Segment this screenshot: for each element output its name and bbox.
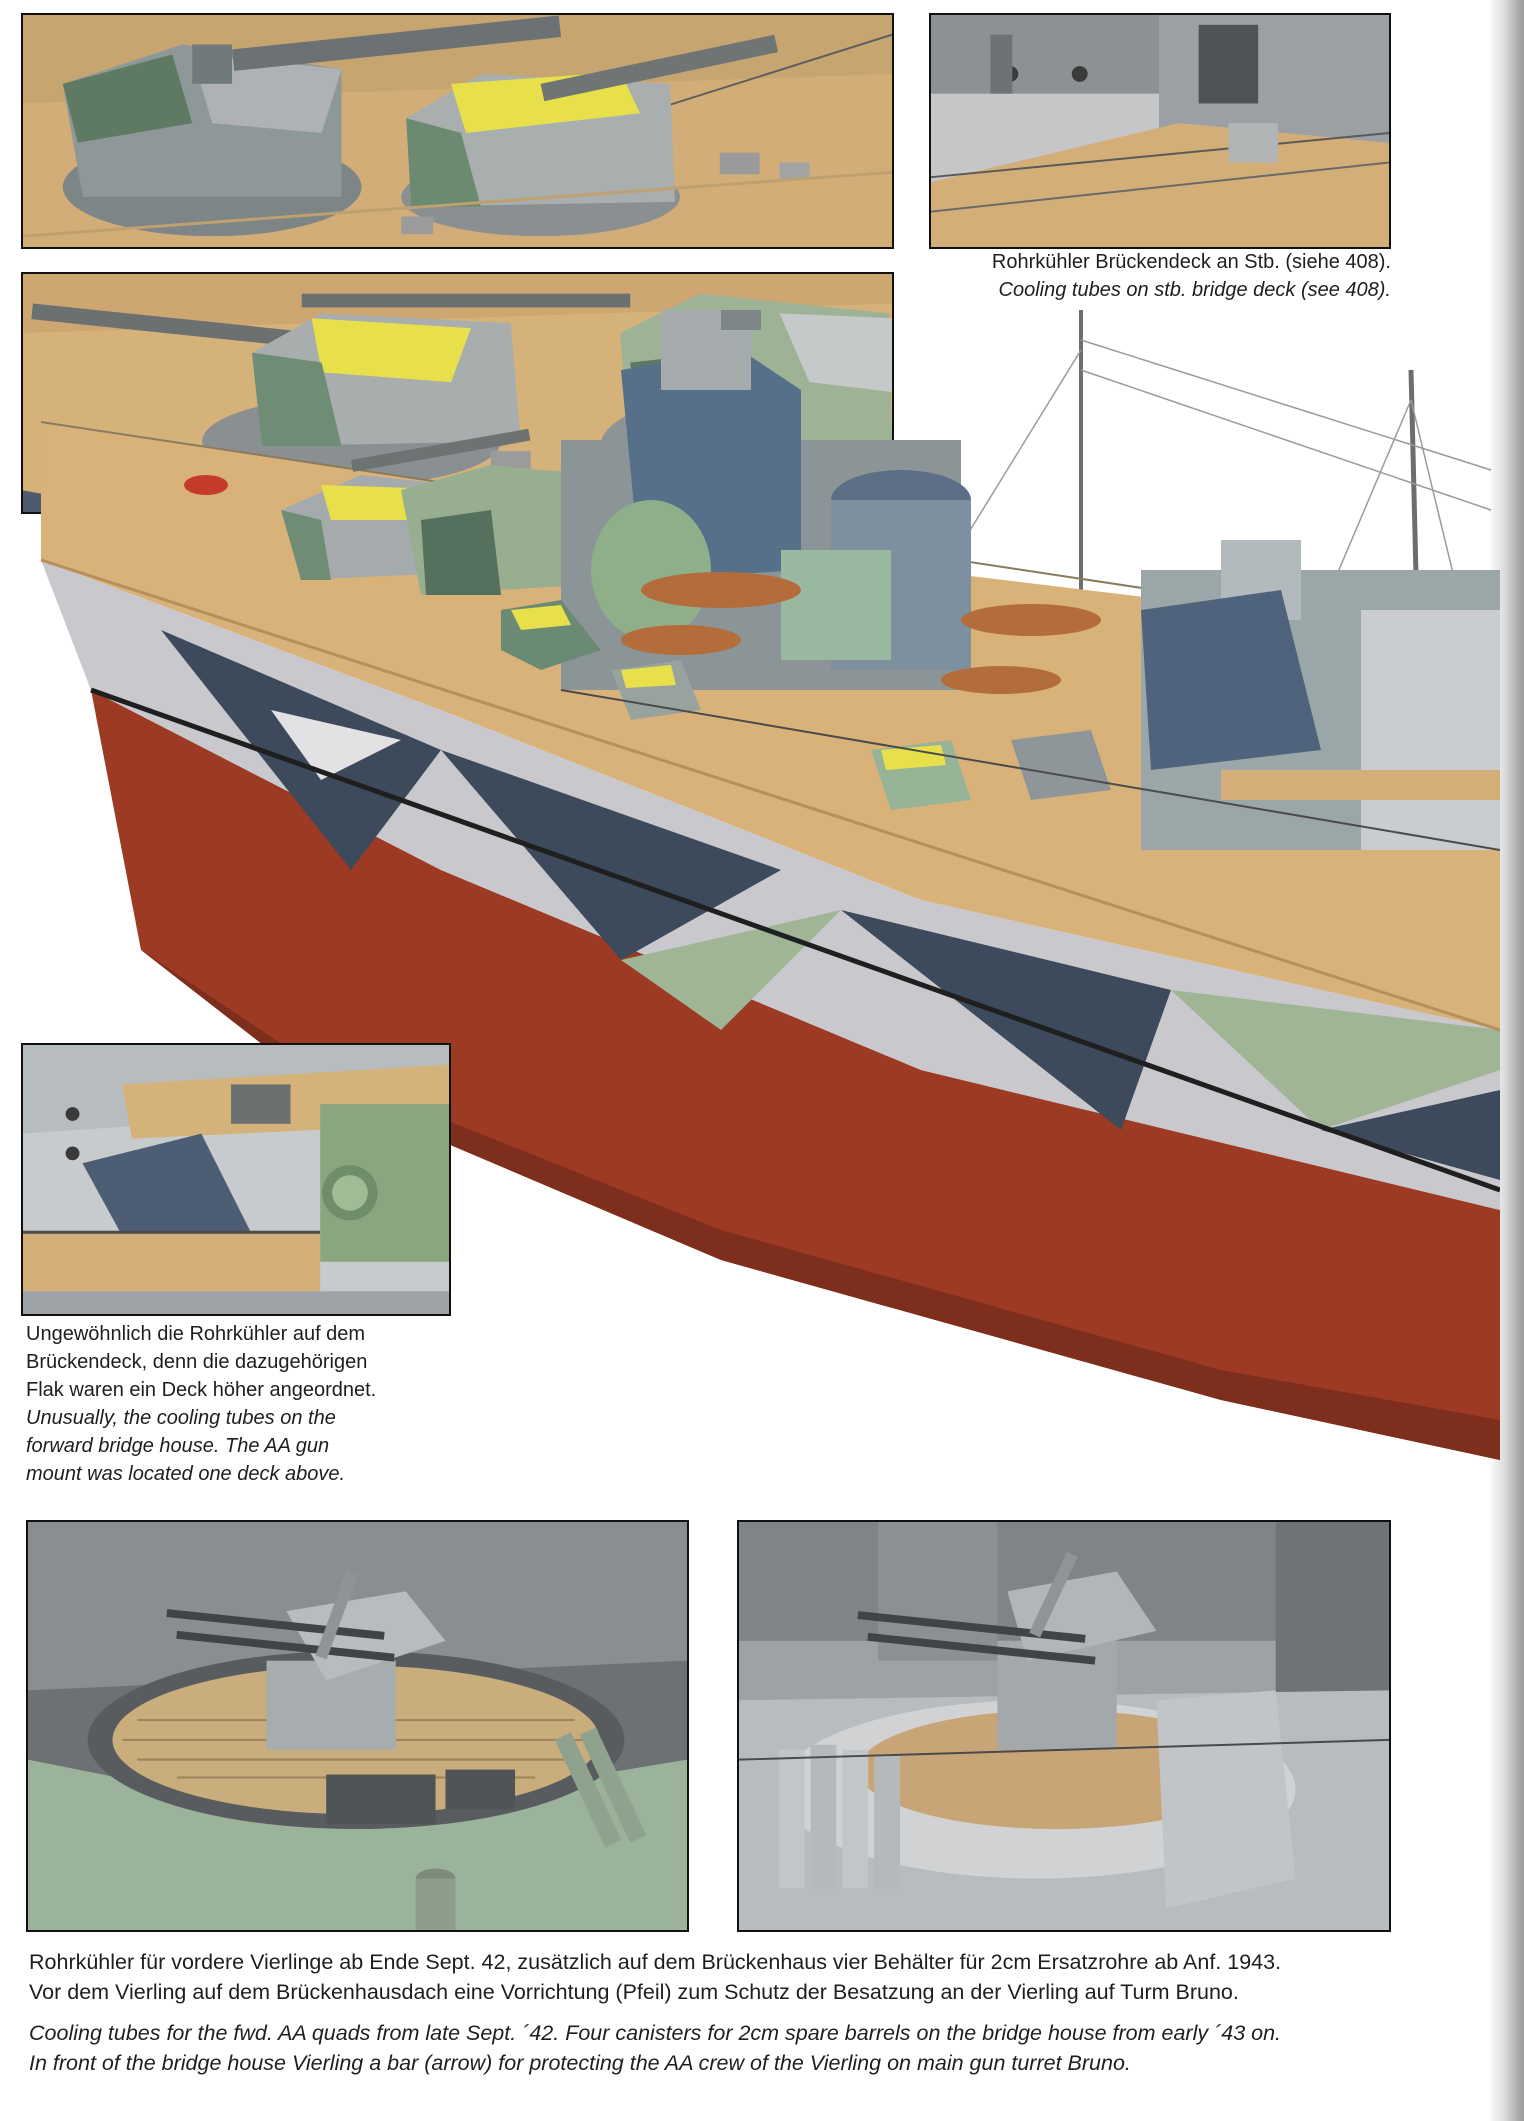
caption-bridge-deck-de: Rohrkühler Brückendeck an Stb. (siehe 40… — [991, 251, 1391, 273]
caption-bridge-deck-en: Cooling tubes on stb. bridge deck (see 4… — [998, 279, 1391, 301]
image-vierling-cooling-tubes — [26, 1520, 689, 1932]
image-vierling-spare-barrels — [737, 1520, 1391, 1932]
caption-bottom-spacer — [29, 2007, 1469, 2019]
caption-bottom-de-line-1: Rohrkühler für vordere Vierlinge ab Ende… — [29, 1950, 1282, 1974]
image-bridge-deck-cooling-tubes — [929, 13, 1391, 249]
caption-unusual-de-line-3: Flak waren ein Deck höher angeordnet. — [26, 1379, 377, 1401]
caption-unusual-en-line-1: Unusually, the cooling tubes on the — [26, 1407, 336, 1429]
image-turrets-top — [21, 13, 894, 249]
caption-unusual-en-line-3: mount was located one deck above. — [26, 1463, 346, 1485]
image-cooling-tubes-forward-bridge — [21, 1043, 451, 1316]
caption-bottom: Rohrkühler für vordere Vierlinge ab Ende… — [29, 1948, 1469, 2078]
caption-unusual-en-line-2: forward bridge house. The AA gun — [26, 1435, 330, 1457]
caption-bridge-deck: Rohrkühler Brückendeck an Stb. (siehe 40… — [900, 248, 1391, 304]
caption-unusual-de-line-2: Brückendeck, denn die dazugehörigen — [26, 1351, 368, 1373]
caption-cooling-tubes-unusual: Ungewöhnlich die Rohrkühler auf dem Brüc… — [26, 1320, 466, 1488]
caption-unusual-de-line-1: Ungewöhnlich die Rohrkühler auf dem — [26, 1323, 366, 1345]
caption-bottom-de-line-2: Vor dem Vierling auf dem Brückenhausdach… — [29, 1979, 1239, 2004]
image-ship-main — [21, 310, 1500, 1460]
caption-bottom-en-line-2: In front of the bridge house Vierling a … — [29, 2050, 1131, 2075]
caption-bottom-en-line-1: Cooling tubes for the fwd. AA quads from… — [29, 2021, 1282, 2045]
